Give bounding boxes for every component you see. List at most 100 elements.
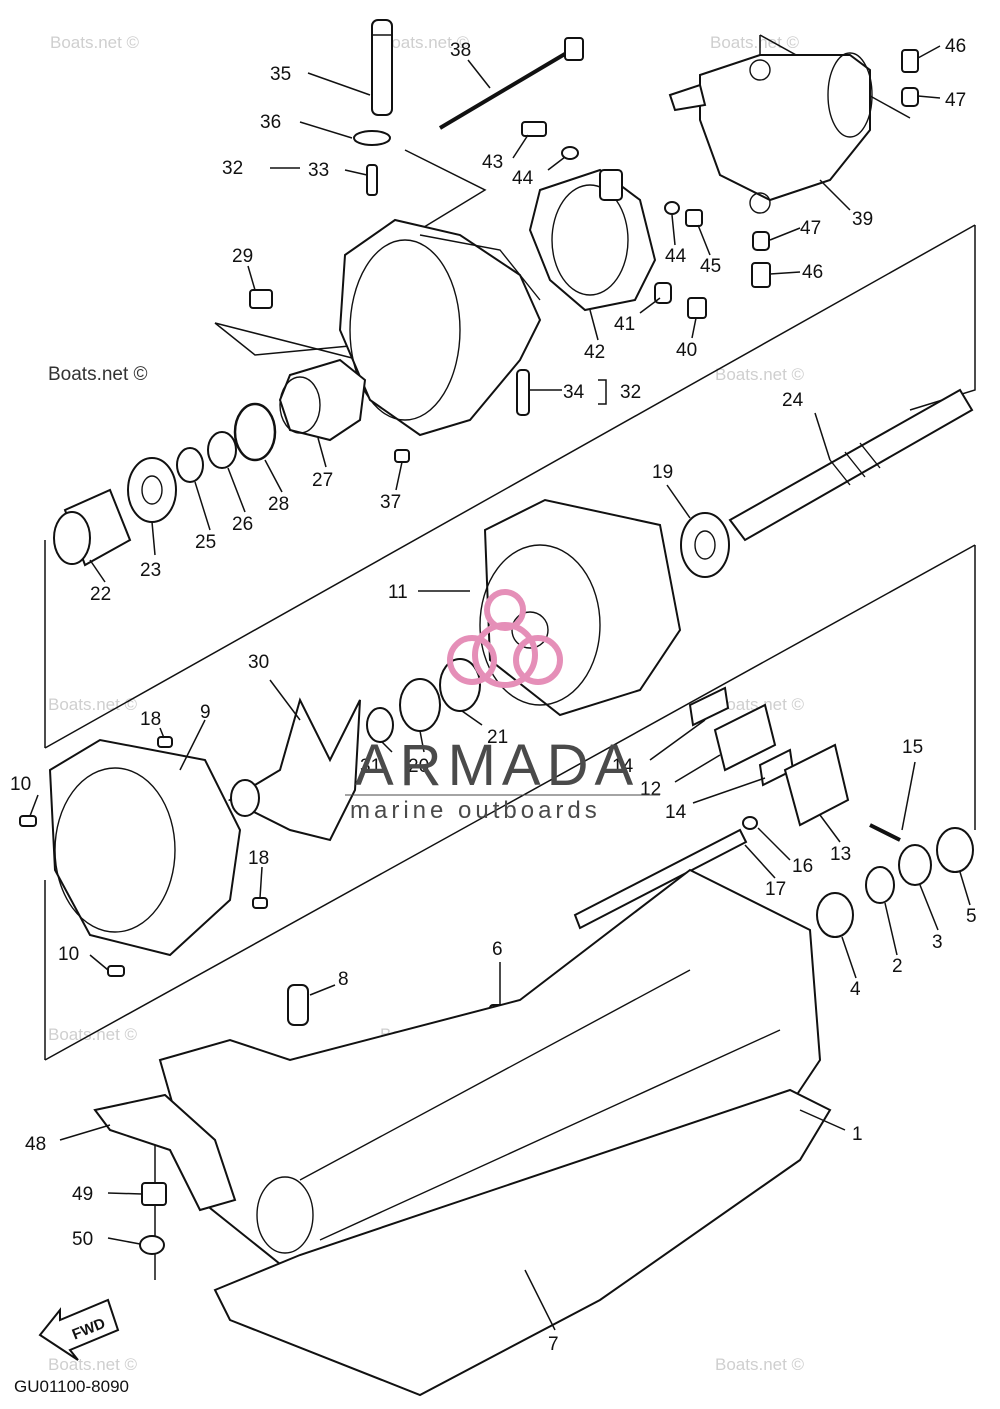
callout-label: 18 [248, 848, 269, 869]
callout-label: 12 [640, 779, 661, 800]
bracket-lines [44, 34, 976, 1280]
callout-label: 23 [140, 560, 161, 581]
part-47-collar [901, 87, 919, 107]
callout-label: 27 [312, 470, 333, 491]
callout-label: 22 [90, 584, 111, 605]
bracket-line [909, 225, 976, 411]
watermark-text: Boats.net © [710, 33, 800, 52]
part-33-pin [366, 164, 378, 196]
part-9-housing [48, 738, 242, 957]
callout-label: 11 [388, 582, 408, 603]
part-47-collar [752, 231, 770, 251]
part-18-pin [157, 736, 173, 748]
callout-label: 35 [270, 64, 291, 85]
callout-label: 13 [830, 844, 851, 865]
part-49-bolt [141, 1182, 167, 1206]
part-18-pin [252, 897, 268, 909]
part-37-pin [394, 449, 410, 463]
callout-label: 17 [765, 879, 786, 900]
part-20-bearing [399, 678, 441, 732]
callout-label: 24 [782, 390, 804, 411]
callout-label: 31 [360, 756, 381, 777]
callout-label: 32 [222, 158, 243, 179]
diagram-code: GU01100-8090 [14, 1377, 129, 1396]
part-40-bolt [687, 297, 707, 319]
watermark-text: Boats.net © [48, 364, 148, 385]
watermark-text: Boats.net © [715, 365, 805, 384]
callout-label: 30 [248, 652, 269, 673]
callout-label: 37 [380, 492, 401, 513]
part-17-shaft [573, 828, 748, 930]
callout-label: 28 [268, 494, 289, 515]
callout-label: 19 [652, 462, 673, 483]
callout-label: 40 [676, 340, 697, 361]
callout-label: 6 [492, 939, 503, 960]
part-36-clamp [353, 130, 391, 146]
part-2-seal [865, 866, 895, 904]
bracket-line [214, 322, 361, 361]
callout-label: 48 [25, 1134, 46, 1155]
part-50-washer [139, 1235, 165, 1255]
callout-label: 38 [450, 40, 471, 61]
part-15-bolt [869, 823, 901, 842]
part-3-collar [898, 844, 932, 886]
callout-label: 1 [852, 1124, 863, 1145]
callout-label: 26 [232, 514, 253, 535]
bracket-line [44, 224, 976, 749]
callout-label: 15 [902, 737, 923, 758]
part-4-gear [816, 892, 854, 938]
part-34-pin [516, 369, 530, 416]
callout-label: 45 [700, 256, 721, 277]
watermark-text: Boats.net © [48, 1025, 138, 1044]
callout-label: 41 [614, 314, 635, 335]
part-14-gasket [688, 686, 730, 727]
part-12-spacer [713, 703, 777, 772]
armada-logo-icon [447, 589, 563, 688]
callout-label: 25 [195, 532, 216, 553]
part-45-nut [685, 209, 703, 227]
part-21-bearing [439, 658, 481, 712]
callout-label: 10 [58, 944, 79, 965]
callout-label: 10 [10, 774, 31, 795]
part-44-washer [561, 146, 579, 160]
watermark-text: Boats.net © [715, 695, 805, 714]
callout-label: 43 [482, 152, 503, 173]
part-48-plate [93, 1093, 237, 1212]
callout-label: 4 [850, 979, 861, 1000]
part-16-clip [742, 816, 758, 830]
part-39-nozzle [668, 52, 873, 214]
callout-label: 49 [72, 1184, 93, 1205]
brand-overlay: ARMADA marine outboards [345, 589, 660, 824]
part-43-bolt [521, 121, 547, 137]
callout-label: 34 [563, 382, 585, 403]
part-46-bolt [901, 49, 919, 73]
callout-label: 5 [966, 906, 977, 927]
callout-label: 46 [802, 262, 823, 283]
callout-label: 50 [72, 1229, 93, 1250]
callout-label: 44 [665, 246, 687, 267]
fwd-arrow-icon: FWD [38, 1298, 120, 1361]
watermark-text: Boats.net © [380, 33, 470, 52]
part-8-drain [287, 984, 309, 1026]
callout-label: 14 [665, 802, 687, 823]
part-44-washer [664, 201, 680, 215]
callout-label: 18 [140, 709, 161, 730]
callout-label: 21 [487, 727, 508, 748]
part-24-shaft [728, 388, 974, 542]
callout-label: 32 [620, 382, 641, 403]
part-30-impeller [227, 697, 361, 842]
callout-label: 29 [232, 246, 253, 267]
part-28-o-ring [233, 402, 277, 462]
part-35-sleeve [371, 19, 393, 116]
callout-label: 7 [548, 1334, 559, 1355]
callout-label: 46 [945, 36, 966, 57]
part-23-bearing [127, 457, 177, 523]
callout-label: 36 [260, 112, 281, 133]
part-13-cover [783, 743, 850, 827]
part-5-cap [936, 827, 974, 873]
callout-label: 44 [512, 168, 534, 189]
part-7-gasket [213, 1088, 832, 1397]
part-22-cap [53, 488, 132, 567]
part-38-bolt [438, 37, 584, 130]
